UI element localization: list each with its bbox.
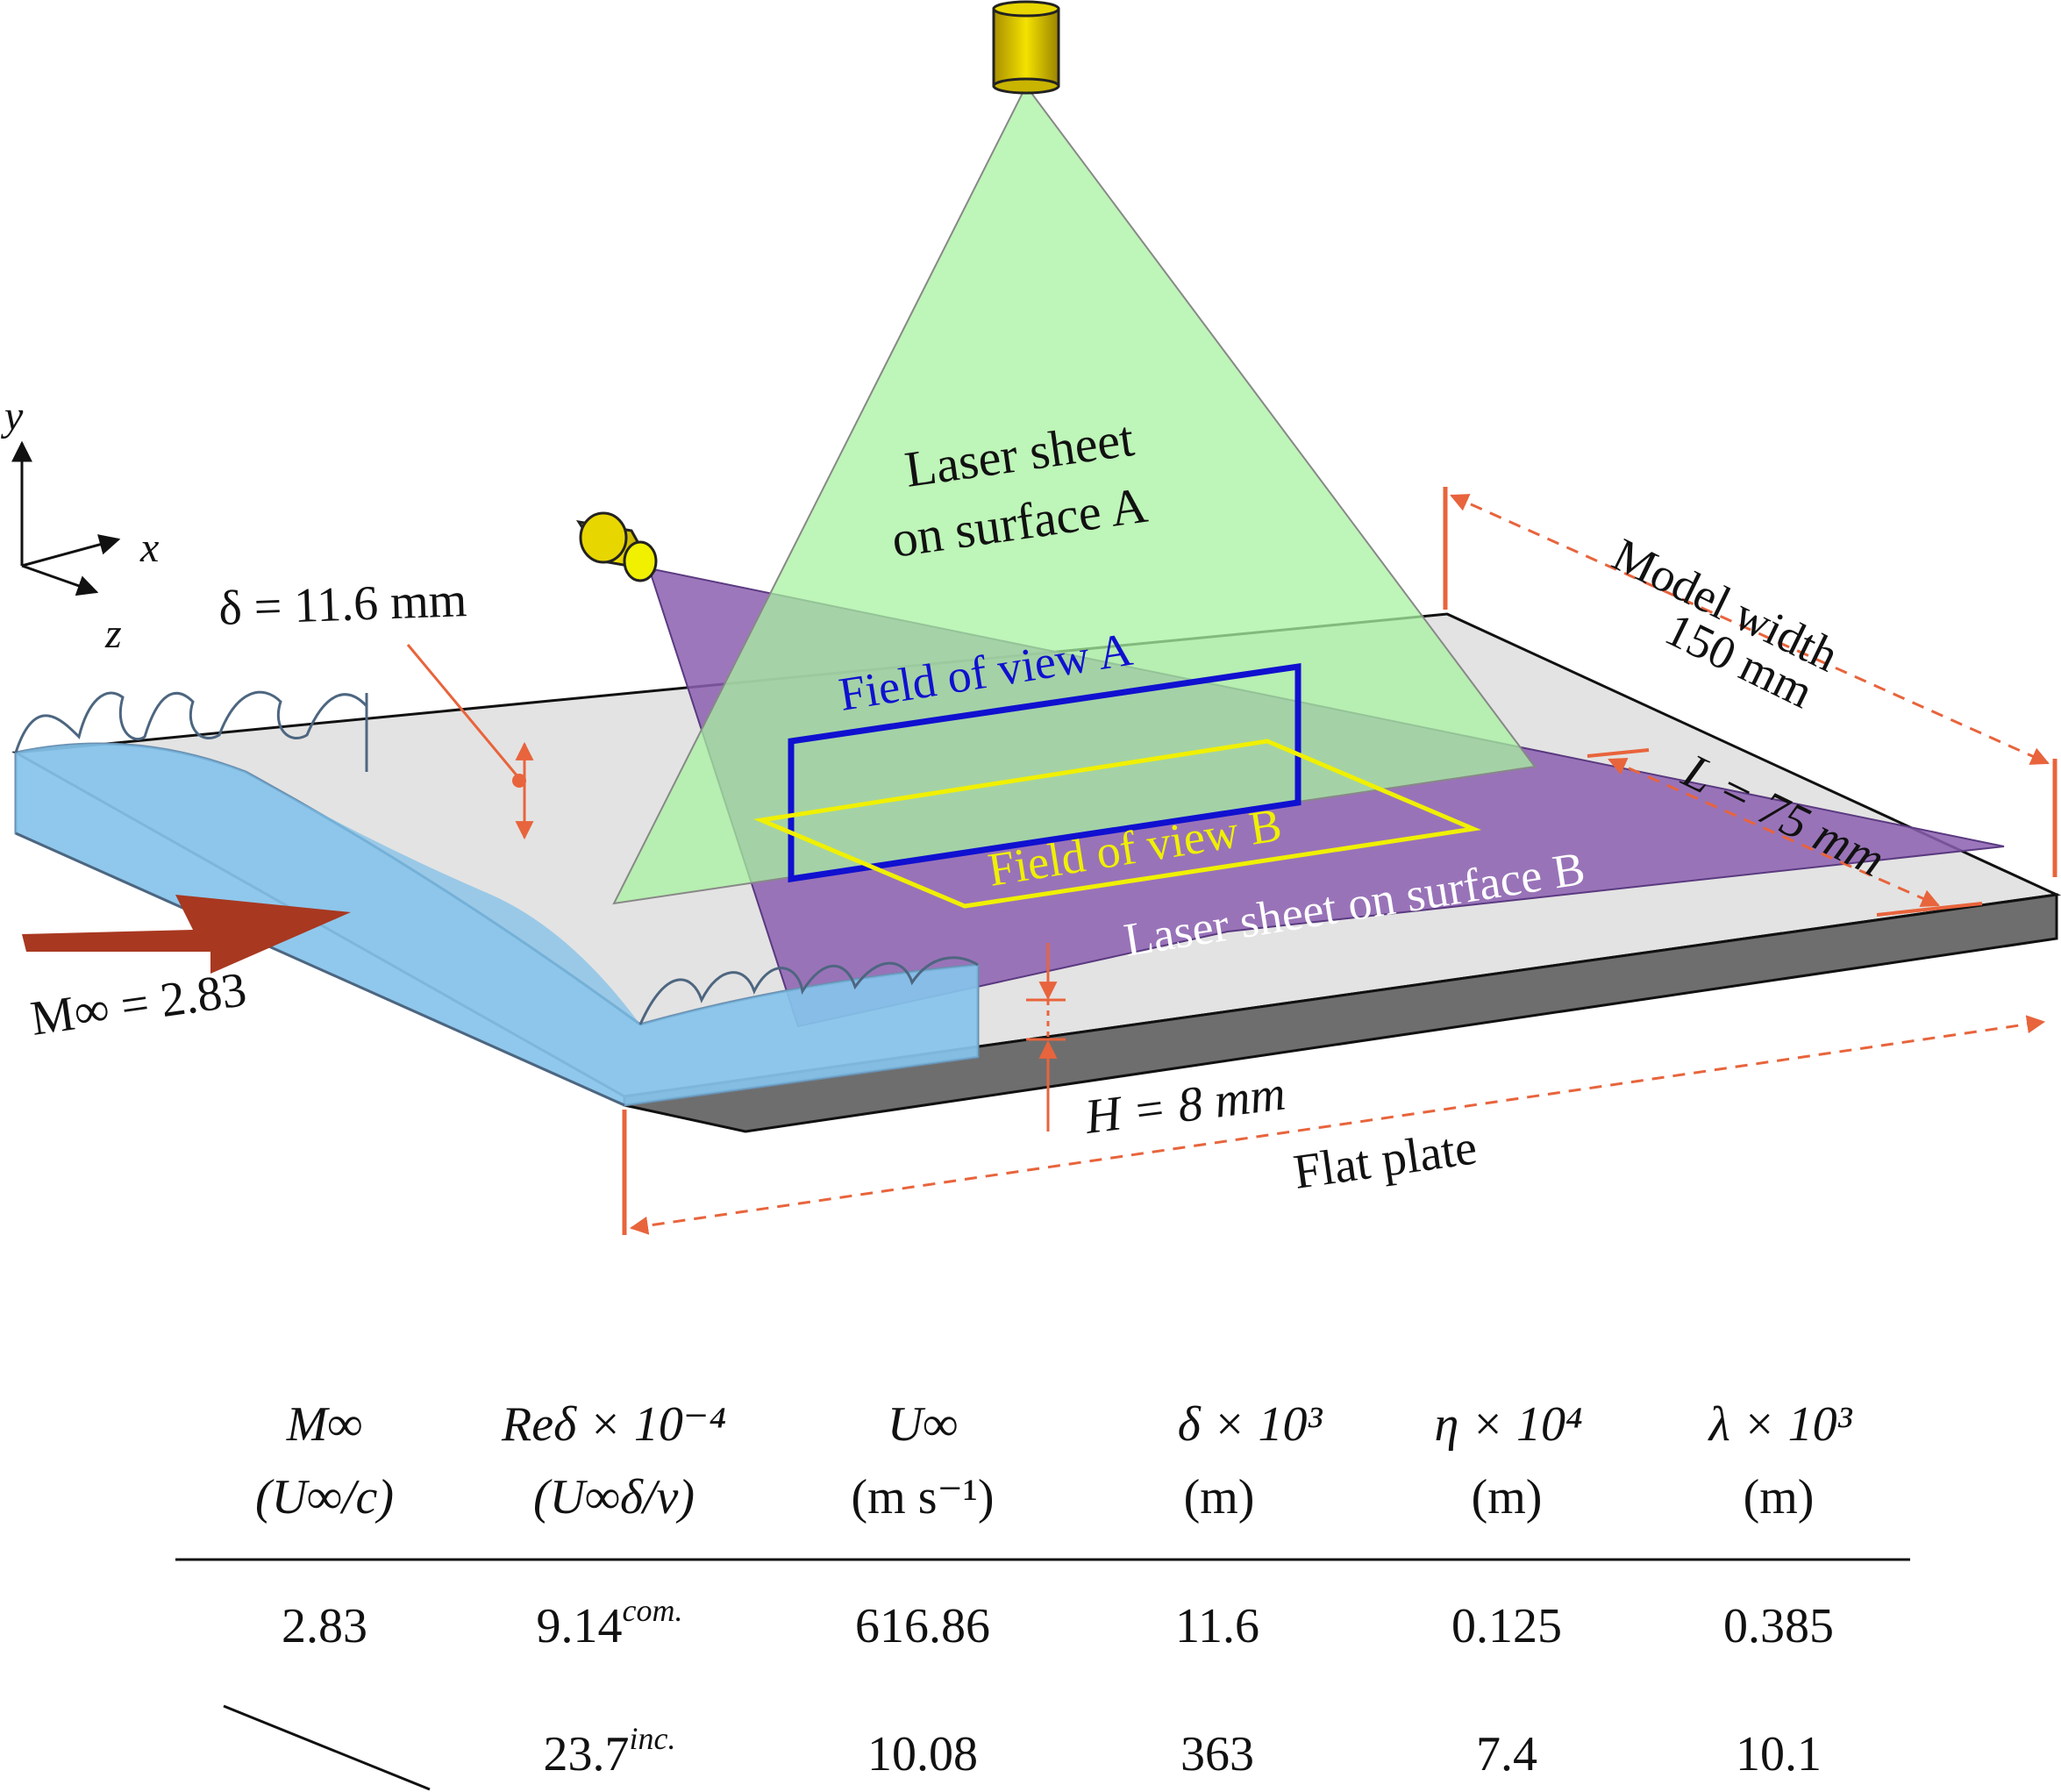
plate-length-arrow [629, 1015, 2046, 1235]
table-header-eta-unit: (m) [1472, 1470, 1543, 1524]
table-header-mach-def: (U∞/c) [255, 1470, 394, 1524]
boundary-layer [14, 690, 980, 1107]
table-header-velocity-unit: (m s⁻¹) [852, 1470, 995, 1524]
length-tick-left [1587, 748, 1650, 758]
table-cell: 11.6 [1175, 1599, 1259, 1653]
model-width-arrow [1450, 494, 2050, 765]
table-cell: 9.14 [537, 1599, 623, 1653]
table-cell: 10.1 [1736, 1727, 1822, 1781]
table-cell-note: inc. [630, 1721, 676, 1756]
dimensions [406, 487, 2057, 1235]
x-axis-label: x [139, 525, 159, 571]
length-arrow [1608, 758, 1940, 907]
table-cell: 2.83 [282, 1599, 367, 1653]
table-row: 23.7inc. 10.08 363 7.4 10.1 [223, 1704, 1822, 1791]
delta-leader [406, 644, 519, 777]
coordinate-axes: y x z [0, 393, 159, 657]
length-tick-right [1876, 902, 1983, 917]
parameter-table: M∞ (U∞/c) Reδ × 10⁻⁴ (U∞δ/ν) U∞ (m s⁻¹) … [175, 1397, 1910, 1791]
table-cell-note: com. [623, 1593, 683, 1628]
table-cell: 0.125 [1451, 1599, 1562, 1653]
table-header-eta: η × 10⁴ [1434, 1397, 1582, 1452]
table-row: 2.83 9.14com. 616.86 11.6 0.125 0.385 [282, 1593, 1834, 1653]
table-cell: 10.08 [867, 1727, 978, 1781]
table-header-delta-unit: (m) [1184, 1470, 1255, 1524]
mach-number-label: M∞ = 2.83 [27, 962, 250, 1046]
turbulent-edge-downstream [638, 956, 979, 1025]
table-header-mach: M∞ [286, 1397, 363, 1452]
boundary-layer-edge-line [15, 832, 625, 1107]
table-cell: 363 [1180, 1727, 1254, 1781]
table-cell-reynolds: 23.7inc. [544, 1721, 676, 1781]
flow-arrow [22, 895, 351, 974]
y-axis-label: y [0, 393, 24, 439]
table-header-velocity: U∞ [888, 1397, 958, 1452]
delta-label: δ = 11.6 mm [218, 573, 467, 636]
turbulent-edge-upstream [14, 690, 368, 772]
table-header-reynolds: Reδ × 10⁻⁴ [501, 1397, 726, 1452]
table-cell: 7.4 [1476, 1727, 1537, 1781]
field-of-view-b [752, 739, 1482, 909]
z-axis-label: z [104, 610, 122, 657]
table-cell: 0.385 [1723, 1599, 1834, 1653]
table-header-lambda-unit: (m) [1744, 1470, 1815, 1524]
table-cell: 23.7 [544, 1727, 630, 1781]
boundary-layer-top [16, 743, 978, 1105]
table-header-lambda: λ × 10³ [1708, 1397, 1853, 1452]
table-cell-reynolds: 9.14com. [537, 1593, 683, 1653]
flat-plate-label: Flat plate [1290, 1120, 1480, 1200]
table-cell-empty-slash [223, 1704, 431, 1791]
laser-a-emitter [992, 0, 1060, 95]
laser-b-emitter [575, 511, 658, 582]
table-header-delta: δ × 10³ [1178, 1397, 1323, 1452]
table-header-reynolds-def: (U∞δ/ν) [533, 1470, 695, 1524]
table-cell: 616.86 [855, 1599, 990, 1653]
